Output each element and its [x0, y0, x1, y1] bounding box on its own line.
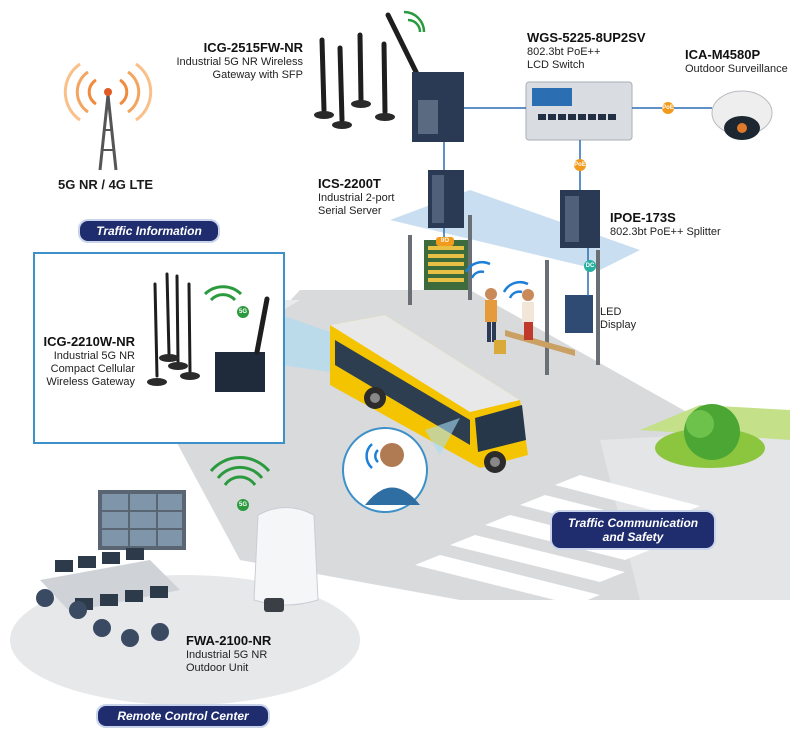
poe-tag [574, 159, 586, 171]
wifi-icon [365, 443, 379, 469]
icg2210-desc: Compact Cellular [50, 362, 135, 375]
ics2200-desc: Serial Server [318, 204, 382, 217]
poe-tag-label: PoE [662, 105, 674, 111]
icg2515-desc: Gateway with SFP [212, 68, 303, 81]
poe-tag [662, 102, 674, 114]
ics2200-panel [432, 175, 444, 223]
gateway-antenna-bases [314, 100, 395, 129]
fwa2100-name: FWA-2100-NR [186, 633, 272, 648]
switch-ports [538, 114, 616, 120]
io-tag-label: I/O [440, 238, 449, 244]
icg2515-ports [418, 100, 438, 134]
traffic-communication-text: Traffic Communication [567, 515, 699, 530]
icg2210-inset-panel: ICG-2210W-NR Industrial 5G NR Compact Ce… [33, 252, 285, 444]
dome-camera [711, 90, 773, 140]
driver-avatar [342, 427, 428, 513]
wifi-icon [403, 10, 426, 33]
wifi-icon [464, 260, 529, 299]
poe-tag-label: PoE [574, 162, 586, 168]
fwa-outdoor-unit [253, 507, 319, 612]
cell-tower-icon [63, 62, 153, 171]
switch-lcd [532, 88, 572, 106]
icam4580-name: ICA-M4580P [685, 47, 761, 62]
5g-signal-icon [209, 456, 271, 486]
waiting-passengers [485, 288, 534, 354]
icam4580-desc: Outdoor Surveillance [685, 62, 788, 75]
signal-beam [425, 418, 460, 455]
dc-tag-label: DC [585, 263, 595, 269]
icg2515-name: ICG-2515FW-NR [203, 40, 303, 55]
led-display-label: LED [600, 306, 622, 318]
gateway-antennas [319, 12, 423, 123]
remote-control-center-banner: Remote Control Center [98, 706, 268, 726]
led-display-label: Display [600, 319, 637, 332]
traffic-communication-banner: Traffic Communication and Safety [552, 512, 714, 548]
ipoe173-desc: 802.3bt PoE++ Splitter [610, 225, 721, 238]
signal-beam [281, 315, 330, 372]
tree [655, 404, 765, 468]
wgs5225-desc: LCD Switch [527, 58, 585, 71]
ics2200-desc: Industrial 2-port [318, 191, 395, 204]
traffic-communication-text: and Safety [602, 530, 664, 544]
traffic-information-banner: Traffic Information [80, 221, 218, 241]
5g-badge-label: 5G [238, 309, 247, 315]
ics2200-name: ICS-2200T [318, 176, 381, 191]
wgs5225-name: WGS-5225-8UP2SV [527, 30, 646, 45]
tower-label: 5G NR / 4G LTE [58, 177, 154, 192]
icg2210-desc: Industrial 5G NR [53, 349, 135, 362]
5g-badge-label: 5G [238, 502, 247, 508]
traffic-information-text: Traffic Information [96, 223, 202, 238]
ipoe173-panel [565, 196, 579, 242]
ipoe173-name: IPOE-173S [610, 210, 676, 225]
wgs5225-desc: 802.3bt PoE++ [527, 45, 601, 58]
fwa2100-desc: Outdoor Unit [186, 661, 249, 674]
5g-badge [237, 499, 249, 511]
icg2515-desc: Industrial 5G NR Wireless [176, 55, 303, 68]
dc-tag [584, 260, 596, 272]
fwa2100-desc: Industrial 5G NR [186, 648, 268, 661]
icg2210-name: ICG-2210W-NR [43, 334, 135, 349]
io-tag [436, 237, 454, 246]
bus [330, 315, 528, 473]
icg2210-desc: Wireless Gateway [46, 375, 135, 388]
remote-control-center-text: Remote Control Center [117, 708, 249, 723]
icg2210-illustration [147, 272, 270, 392]
